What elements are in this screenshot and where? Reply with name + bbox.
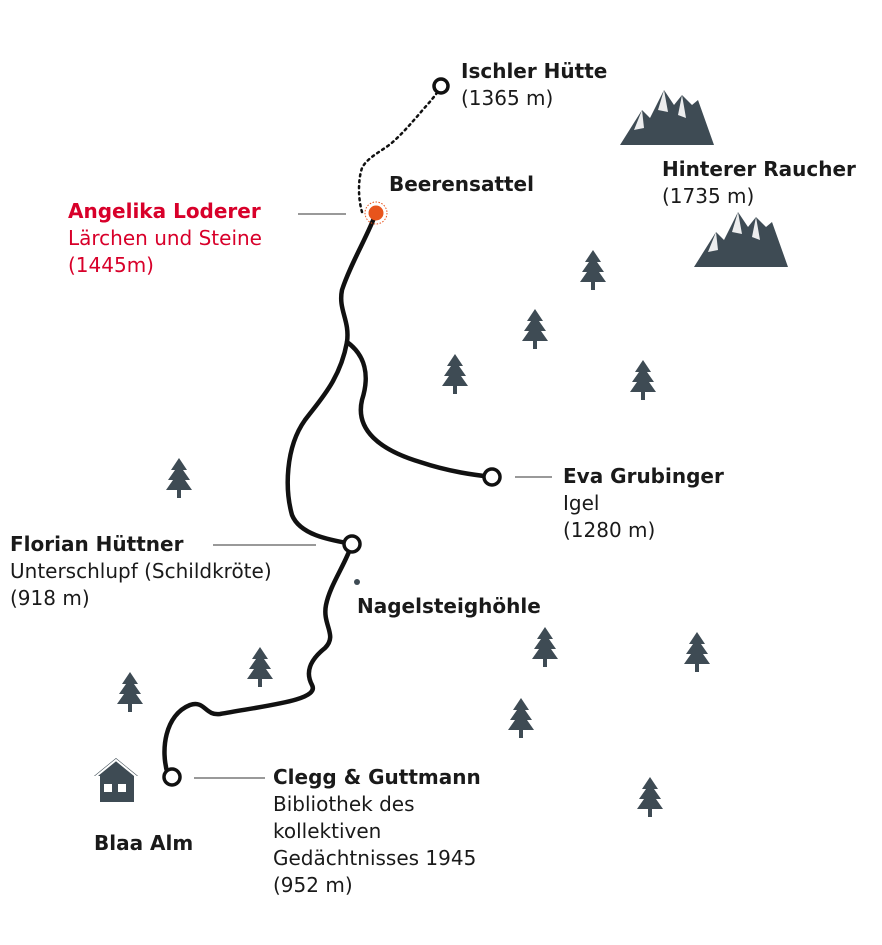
current-location-icon[interactable] (364, 201, 388, 225)
place-elevation: (1365 m) (461, 86, 554, 110)
station-artist: Florian Hüttner (10, 532, 184, 556)
station-grubinger[interactable]: Eva Grubinger Igel (1280 m) (563, 463, 724, 544)
station-work: Igel (563, 491, 600, 515)
station-work-line: kollektiven (273, 819, 382, 843)
station-artist: Clegg & Guttmann (273, 765, 481, 789)
tree-icon (580, 250, 606, 290)
place-name: Nagelsteighöhle (357, 594, 541, 618)
place-name: Blaa Alm (94, 831, 194, 855)
place-ischler[interactable]: Ischler Hütte (1365 m) (461, 58, 607, 112)
station-elevation: (952 m) (273, 873, 353, 897)
place-elevation: (1735 m) (662, 184, 755, 208)
place-name: Beerensattel (389, 172, 534, 196)
tree-icon (117, 672, 143, 712)
station-marker-icon (482, 467, 502, 487)
tree-icon (684, 632, 710, 672)
cave-dot-icon (354, 579, 360, 585)
tree-icon (522, 309, 548, 349)
station-elevation: (918 m) (10, 586, 90, 610)
branch-trail (344, 339, 495, 480)
main-trail (285, 210, 379, 547)
descent-trail (162, 541, 355, 778)
house-icon (93, 758, 139, 802)
place-name: Hinterer Raucher (662, 157, 856, 181)
place-blaa-alm[interactable]: Blaa Alm (94, 830, 193, 857)
place-name: Ischler Hütte (461, 59, 608, 83)
tree-icon (508, 698, 534, 738)
station-huettner[interactable]: Florian Hüttner Unterschlupf (Schildkröt… (10, 531, 272, 612)
mountain-icon (620, 90, 714, 145)
station-artist: Angelika Loderer (68, 199, 261, 223)
place-nagelsteig[interactable]: Nagelsteighöhle (357, 593, 541, 620)
tree-icon (637, 777, 663, 817)
station-loderer[interactable]: Angelika Loderer Lärchen und Steine (144… (68, 198, 262, 279)
place-raucher[interactable]: Hinterer Raucher (1735 m) (662, 156, 856, 210)
tree-icon (532, 627, 558, 667)
tree-icon (166, 458, 192, 498)
tree-icon (442, 354, 468, 394)
place-beerensattel[interactable]: Beerensattel (389, 171, 534, 198)
station-work: Lärchen und Steine (68, 226, 262, 250)
mountain-icon (694, 212, 788, 267)
station-marker-icon (432, 77, 450, 95)
station-marker-icon (162, 767, 182, 787)
station-artist: Eva Grubinger (563, 464, 724, 488)
station-work-line: Bibliothek des (273, 792, 415, 816)
station-elevation: (1445m) (68, 253, 154, 277)
station-marker-icon (342, 534, 362, 554)
dotted-trail (357, 84, 443, 214)
station-elevation: (1280 m) (563, 518, 656, 542)
tree-icon (630, 360, 656, 400)
station-clegg[interactable]: Clegg & Guttmann Bibliothek des kollekti… (273, 764, 481, 899)
station-work: Unterschlupf (Schildkröte) (10, 559, 272, 583)
tree-icon (247, 647, 273, 687)
station-work-line: Gedächtnisses 1945 (273, 846, 477, 870)
